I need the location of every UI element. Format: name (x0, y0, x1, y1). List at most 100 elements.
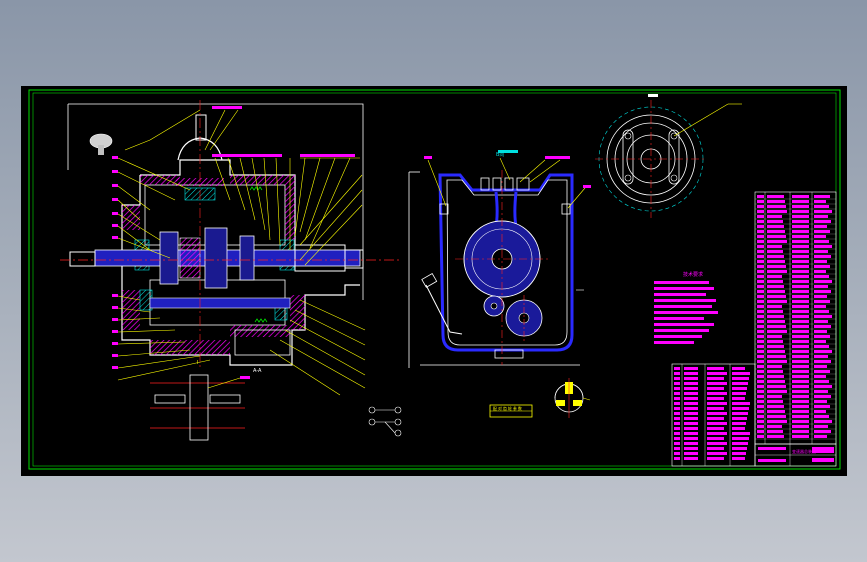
table-row-text (732, 392, 746, 395)
table-row-text (814, 225, 827, 228)
table-row-text (757, 380, 764, 383)
table-row-text (732, 407, 749, 410)
table-row-text (707, 442, 727, 445)
table-row-text (814, 335, 830, 338)
table-row-text (674, 372, 680, 375)
table-row-text (814, 260, 827, 263)
table-row-text (757, 290, 764, 293)
table-row-text (767, 210, 787, 213)
table-row-text (707, 412, 727, 415)
table-row-text (767, 285, 784, 288)
detail-shaft-view (150, 374, 250, 441)
table-row-text (814, 255, 831, 258)
table-row-text (792, 265, 809, 268)
flange-view (595, 94, 742, 218)
table-row-text (814, 200, 826, 203)
table-row-text (674, 377, 680, 380)
table-row-text (684, 407, 698, 410)
table-row-text (767, 410, 785, 413)
table-row-text (767, 265, 786, 268)
table-row-text (767, 275, 782, 278)
table-row-text (792, 415, 809, 418)
table-row-text (757, 215, 764, 218)
table-row-text (814, 250, 828, 253)
table-row-text (767, 370, 783, 373)
callout-leaders-left (117, 157, 211, 381)
table-row-text (757, 355, 764, 358)
table-row-text (792, 340, 809, 343)
table-row-text (792, 315, 809, 318)
table-row-text (767, 325, 786, 328)
table-row-text (707, 367, 724, 370)
table-row-text (814, 270, 826, 273)
table-row-text (792, 240, 809, 243)
table-row-text (792, 350, 809, 353)
table-row-text (757, 295, 764, 298)
table-row-text (814, 360, 831, 363)
table-row-text (792, 225, 809, 228)
table-row-text (767, 240, 787, 243)
table-row-text (757, 280, 764, 283)
table-row-text (674, 457, 680, 460)
table-row-text (674, 427, 680, 430)
table-row-text (684, 447, 698, 450)
table-row-text (792, 395, 809, 398)
table-row-text (814, 325, 831, 328)
table-row-text (732, 427, 745, 430)
table-row-text (707, 417, 724, 420)
table-row-text (767, 360, 787, 363)
table-row-text (732, 412, 748, 415)
table-row-text (684, 387, 698, 390)
table-row-text (814, 390, 828, 393)
table-row-text (707, 427, 724, 430)
table-row-text (814, 245, 832, 248)
table-row-text (814, 400, 827, 403)
table-row-text (684, 437, 698, 440)
table-row-text (814, 240, 829, 243)
table-row-text (732, 447, 747, 450)
table-row-text (707, 437, 724, 440)
table-row-text (792, 335, 809, 338)
table-row-text (707, 457, 724, 460)
table-row-text (814, 340, 826, 343)
table-row-text (674, 402, 680, 405)
callout-number-marks (112, 106, 355, 369)
table-row-text (767, 330, 787, 333)
table-row-text (814, 330, 827, 333)
table-row-text (767, 290, 785, 293)
table-row-text (767, 395, 782, 398)
table-row-text (792, 385, 809, 388)
title-block (754, 443, 837, 467)
table-row-text (792, 300, 809, 303)
table-row-text (814, 285, 828, 288)
table-row-text (814, 275, 829, 278)
table-row-text (792, 410, 809, 413)
table-row-text (792, 275, 809, 278)
table-row-text (792, 285, 809, 288)
table-row-text (707, 397, 724, 400)
table-row-text (792, 200, 809, 203)
table-row-text (757, 210, 764, 213)
table-row-text (732, 442, 748, 445)
table-row-text (732, 372, 750, 375)
table-row-text (792, 250, 809, 253)
table-row-text (757, 370, 764, 373)
table-row-text (674, 397, 680, 400)
table-row-text (767, 350, 785, 353)
table-row-text (767, 195, 784, 198)
table-row-text (767, 390, 787, 393)
table-row-text (792, 405, 809, 408)
table-row-text (792, 430, 809, 433)
table-row-text (814, 295, 827, 298)
table-row-text (674, 422, 680, 425)
table-row-text (684, 442, 698, 445)
table-row-text (814, 385, 832, 388)
table-row-text (767, 220, 783, 223)
table-row-text (757, 315, 764, 318)
table-row-text (767, 295, 786, 298)
table-row-text (757, 350, 764, 353)
table-row-text (674, 387, 680, 390)
table-row-text (792, 425, 809, 428)
table-row-text (684, 417, 698, 420)
